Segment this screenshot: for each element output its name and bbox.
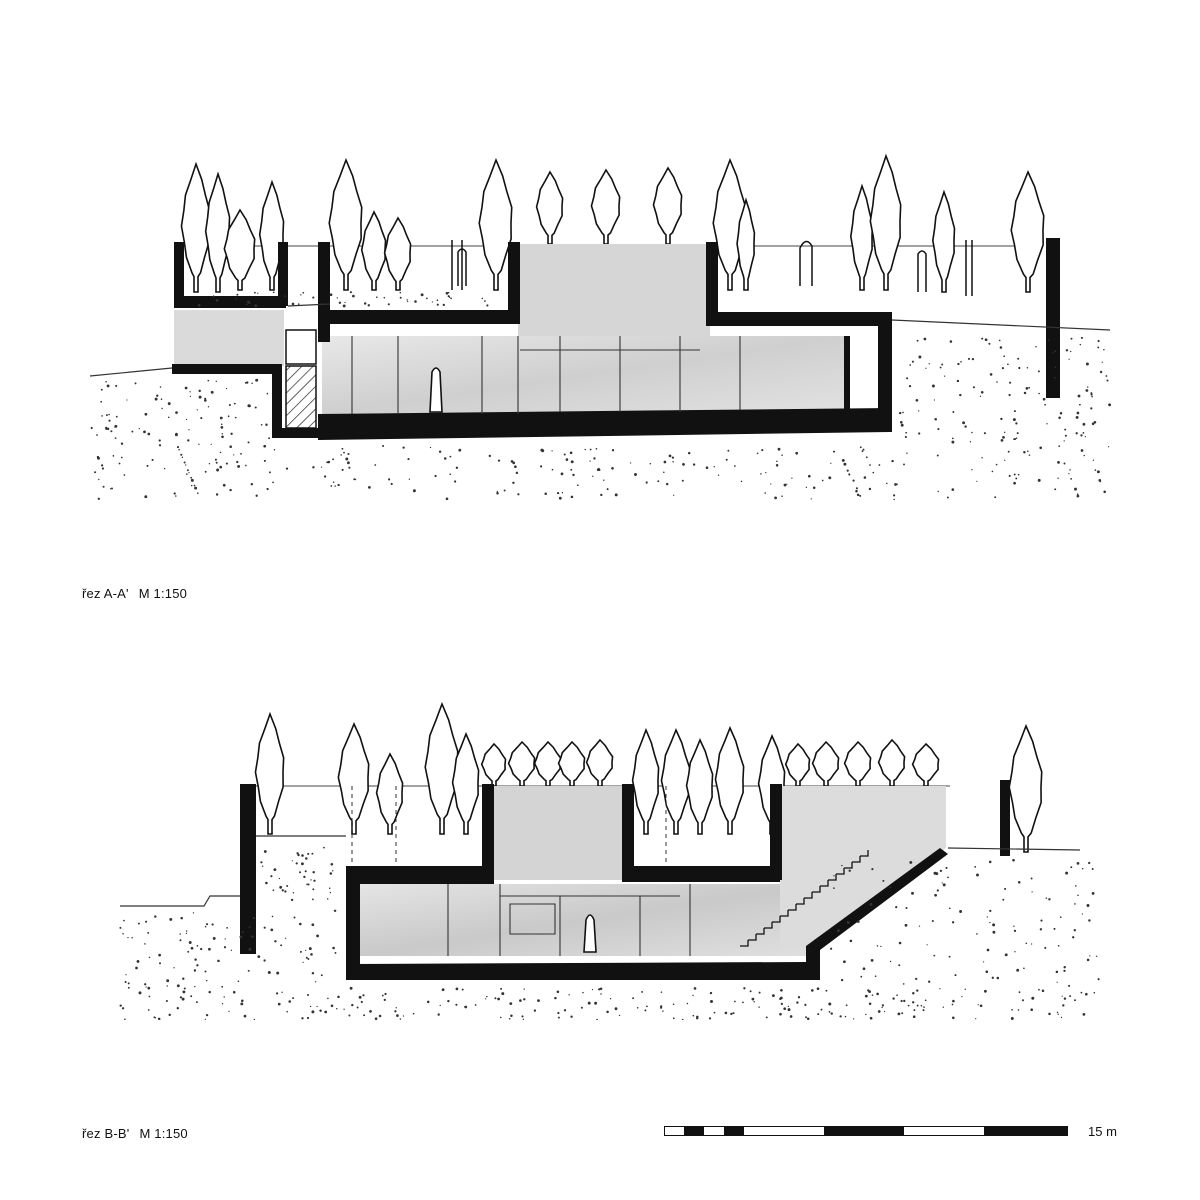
tree	[911, 742, 940, 787]
section-b-name: řez B-B'	[82, 1126, 130, 1141]
scale-segment	[684, 1126, 704, 1136]
section-walls	[172, 238, 1060, 440]
left-wash	[174, 310, 284, 366]
tree	[375, 752, 404, 835]
tree	[223, 208, 256, 291]
tree	[850, 183, 874, 291]
person-figure	[429, 367, 443, 413]
scale-segment	[724, 1126, 744, 1136]
dashed-grid	[351, 786, 667, 866]
skylight-wash	[518, 244, 710, 336]
tree	[736, 197, 756, 291]
tree	[784, 742, 811, 787]
scale-bar-label: 15 m	[1088, 1124, 1117, 1139]
tree	[533, 740, 562, 787]
interior-wash	[322, 336, 848, 414]
tree	[535, 170, 564, 245]
soil-stipple	[119, 846, 1100, 1020]
tree	[843, 740, 872, 787]
tree	[714, 725, 745, 835]
tree	[204, 171, 231, 293]
skylight-wash	[492, 786, 624, 880]
person-figure	[583, 914, 597, 953]
tree	[1010, 169, 1045, 293]
section-b-drawing	[119, 701, 1100, 1020]
tree	[478, 157, 513, 291]
scale-segment	[704, 1126, 724, 1136]
section-a-drawing	[89, 153, 1112, 501]
scale-segment	[664, 1126, 684, 1136]
ramp-wash	[780, 786, 946, 946]
scale-segment	[744, 1126, 824, 1136]
ground-line	[120, 835, 1081, 907]
tree	[652, 166, 683, 245]
section-a-scale: M 1:150	[138, 586, 188, 601]
tree	[631, 727, 660, 835]
tree	[1008, 723, 1043, 853]
section-a-label: řez A-A' M 1:150	[82, 586, 187, 601]
stair-hatch	[285, 365, 317, 429]
glazing-lines	[447, 884, 691, 956]
scale-segment	[984, 1126, 1068, 1136]
tree	[877, 738, 906, 787]
section-a-name: řez A-A'	[82, 586, 129, 601]
section-walls	[240, 780, 1010, 980]
tree	[869, 153, 902, 291]
scale-segment	[824, 1126, 904, 1136]
tree	[383, 216, 412, 291]
tree	[685, 738, 714, 835]
section-b-scale: M 1:150	[139, 1126, 188, 1141]
scale-segment	[904, 1126, 984, 1136]
ground-line	[89, 303, 1111, 377]
tree	[507, 740, 536, 787]
stair-steps	[740, 850, 869, 947]
tree	[254, 711, 285, 835]
tree	[585, 738, 614, 787]
tree	[557, 740, 586, 787]
tree	[328, 157, 363, 291]
tree	[424, 701, 459, 835]
tree	[480, 742, 507, 787]
statue-figures	[451, 240, 973, 296]
section-b-label: řez B-B' M 1:150	[82, 1126, 188, 1141]
tree-group	[180, 153, 1045, 293]
glazing-lines	[351, 336, 741, 414]
tree	[932, 189, 956, 293]
tree	[360, 210, 387, 291]
tree	[337, 722, 370, 835]
scale-bar	[664, 1126, 1068, 1136]
tree	[258, 179, 285, 291]
tree	[451, 731, 480, 835]
tree	[811, 740, 840, 787]
stair-railing	[285, 329, 317, 365]
tree	[590, 168, 621, 245]
tree-group	[254, 701, 1043, 853]
soil-stipple	[90, 291, 1112, 501]
